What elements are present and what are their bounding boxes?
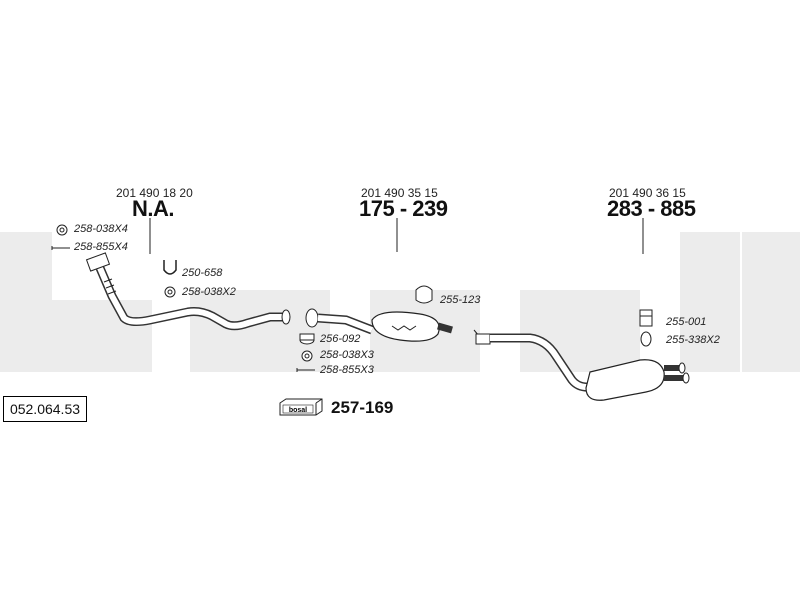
watermark-block [0, 232, 52, 372]
kit-box-icon: bosal [279, 398, 323, 416]
watermark-block [52, 300, 152, 372]
oem-number: 201 490 36 15 [609, 186, 686, 200]
part-label: 258-855X4 [74, 241, 128, 253]
part-number: N.A. [132, 196, 175, 221]
clamp-icon [301, 350, 313, 362]
oem-number: 201 490 18 20 [116, 186, 193, 200]
part-label: 250-658 [182, 267, 223, 279]
watermark-block [680, 232, 740, 372]
clamp-icon [164, 286, 176, 298]
watermark-block [520, 290, 640, 372]
part-label: 255-001 [666, 316, 707, 328]
kit-number: 257-169 [331, 398, 394, 417]
watermark-block [742, 232, 800, 372]
part-label: 258-038X4 [74, 223, 128, 235]
part-label: 258-855X3 [320, 364, 374, 376]
part-label: 258-038X3 [320, 349, 374, 361]
rubber-mount-icon [415, 285, 433, 304]
kit-logo: bosal [289, 407, 307, 414]
ring-icon [640, 331, 652, 347]
bolt-icon [296, 368, 315, 372]
part-label: 256-092 [320, 333, 361, 345]
rear-pipe [473, 329, 690, 401]
part-number: 175 - 239 [359, 196, 448, 221]
reference-number: 052.064.53 [3, 396, 87, 422]
part-number: 283 - 885 [607, 196, 696, 221]
part-label: 255-123 [440, 294, 481, 306]
part-label: 255-338X2 [666, 334, 720, 346]
bolt-icon [51, 246, 70, 250]
clamp-icon [56, 224, 68, 236]
front-pipe [85, 252, 291, 331]
oem-number: 201 490 35 15 [361, 186, 438, 200]
part-label: 258-038X2 [182, 286, 236, 298]
u-bolt-icon [163, 260, 177, 275]
center-pipe [305, 308, 453, 342]
gasket-icon [299, 333, 315, 345]
rubber-mount-icon [639, 309, 653, 327]
